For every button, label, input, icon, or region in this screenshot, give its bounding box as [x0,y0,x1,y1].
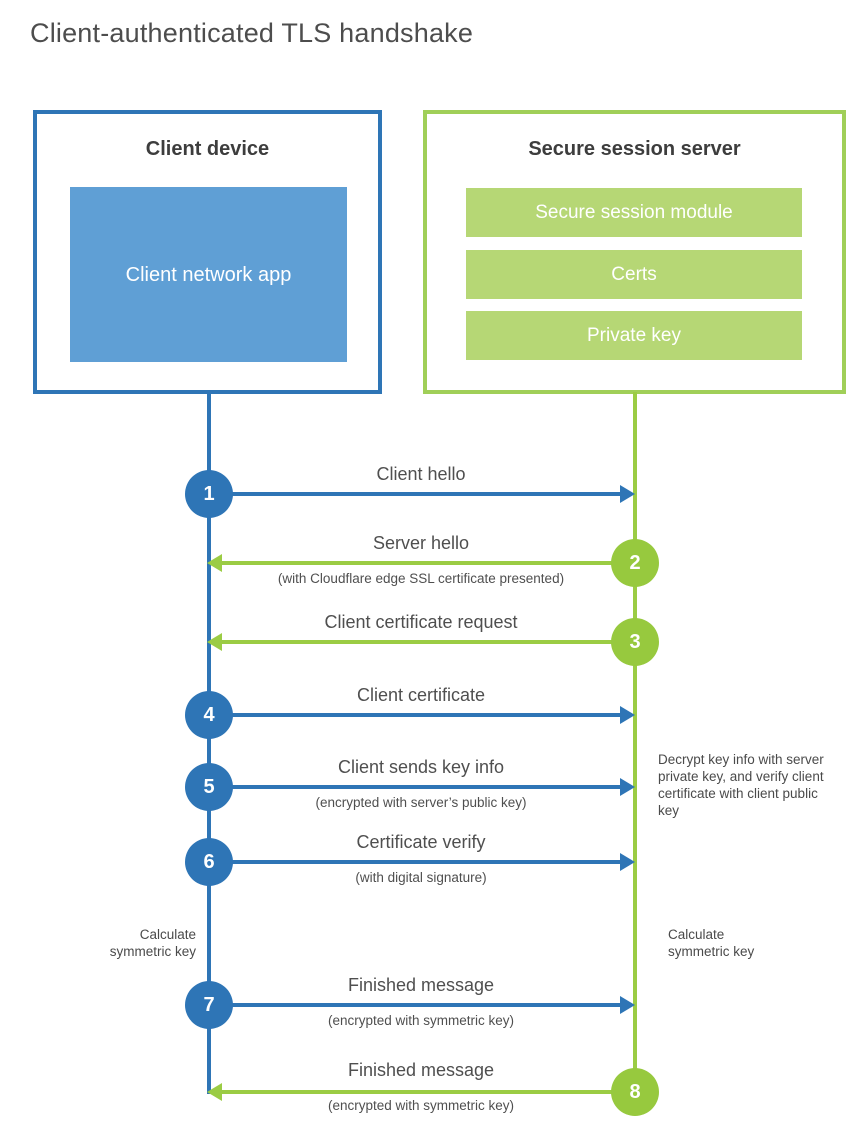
step-1-label: Client hello [376,464,466,484]
step-4-label: Client certificate [356,685,486,705]
step-2-arrow [221,561,635,565]
step-3-arrowhead-icon [207,633,222,651]
client-network-app-box: Client network app [70,187,347,362]
step-3-arrow [221,640,635,644]
step-5-arrowhead-icon [620,778,635,796]
server-module-certs: Certs [466,250,802,299]
decrypt-key-note: Decrypt key info with server private key… [658,752,824,818]
step-5-label: Client sends key info [337,757,505,777]
calculate-symmetric-key-note-client: Calculate symmetric key [109,927,196,959]
server-lifeline [633,392,637,1092]
step-4-arrow [209,713,621,717]
step-4-badge: 4 [185,691,233,739]
step-8-subtext: (encrypted with symmetric key) [327,1098,515,1113]
step-8-arrowhead-icon [207,1083,222,1101]
client-network-app-label: Client network app [125,263,292,286]
client-device-title: Client device [145,138,270,160]
step-7-badge: 7 [185,981,233,1029]
step-1-arrow [209,492,621,496]
step-4-arrowhead-icon [620,706,635,724]
page-title: Client-authenticated TLS handshake [30,18,474,48]
step-8-label: Finished message [347,1060,495,1080]
step-3-label: Client certificate request [324,612,518,632]
secure-session-server-title: Secure session server [528,138,741,160]
step-5-subtext: (encrypted with server’s public key) [315,795,527,810]
step-1-badge: 1 [185,470,233,518]
step-2-badge: 2 [611,539,659,587]
step-8-arrow [221,1090,635,1094]
step-6-subtext: (with digital signature) [355,870,487,885]
step-2-subtext: (with Cloudflare edge SSL certificate pr… [277,571,565,586]
step-7-arrow [209,1003,621,1007]
step-5-arrow [209,785,621,789]
step-6-arrowhead-icon [620,853,635,871]
calculate-symmetric-key-note-server: Calculate symmetric key [668,927,755,959]
server-module-secure-session: Secure session module [466,188,802,237]
client-device-box: Client device Client network app [33,110,382,394]
step-2-arrowhead-icon [207,554,222,572]
step-8-badge: 8 [611,1068,659,1116]
client-lifeline [207,392,211,1094]
step-1-arrowhead-icon [620,485,635,503]
step-5-badge: 5 [185,763,233,811]
step-7-arrowhead-icon [620,996,635,1014]
secure-session-server-box: Secure session server Secure session mod… [423,110,846,394]
step-3-badge: 3 [611,618,659,666]
server-module-private-key: Private key [466,311,802,360]
step-7-subtext: (encrypted with symmetric key) [327,1013,515,1028]
step-6-badge: 6 [185,838,233,886]
step-7-label: Finished message [347,975,495,995]
step-6-arrow [209,860,621,864]
step-2-label: Server hello [372,533,470,553]
step-6-label: Certificate verify [356,832,486,852]
